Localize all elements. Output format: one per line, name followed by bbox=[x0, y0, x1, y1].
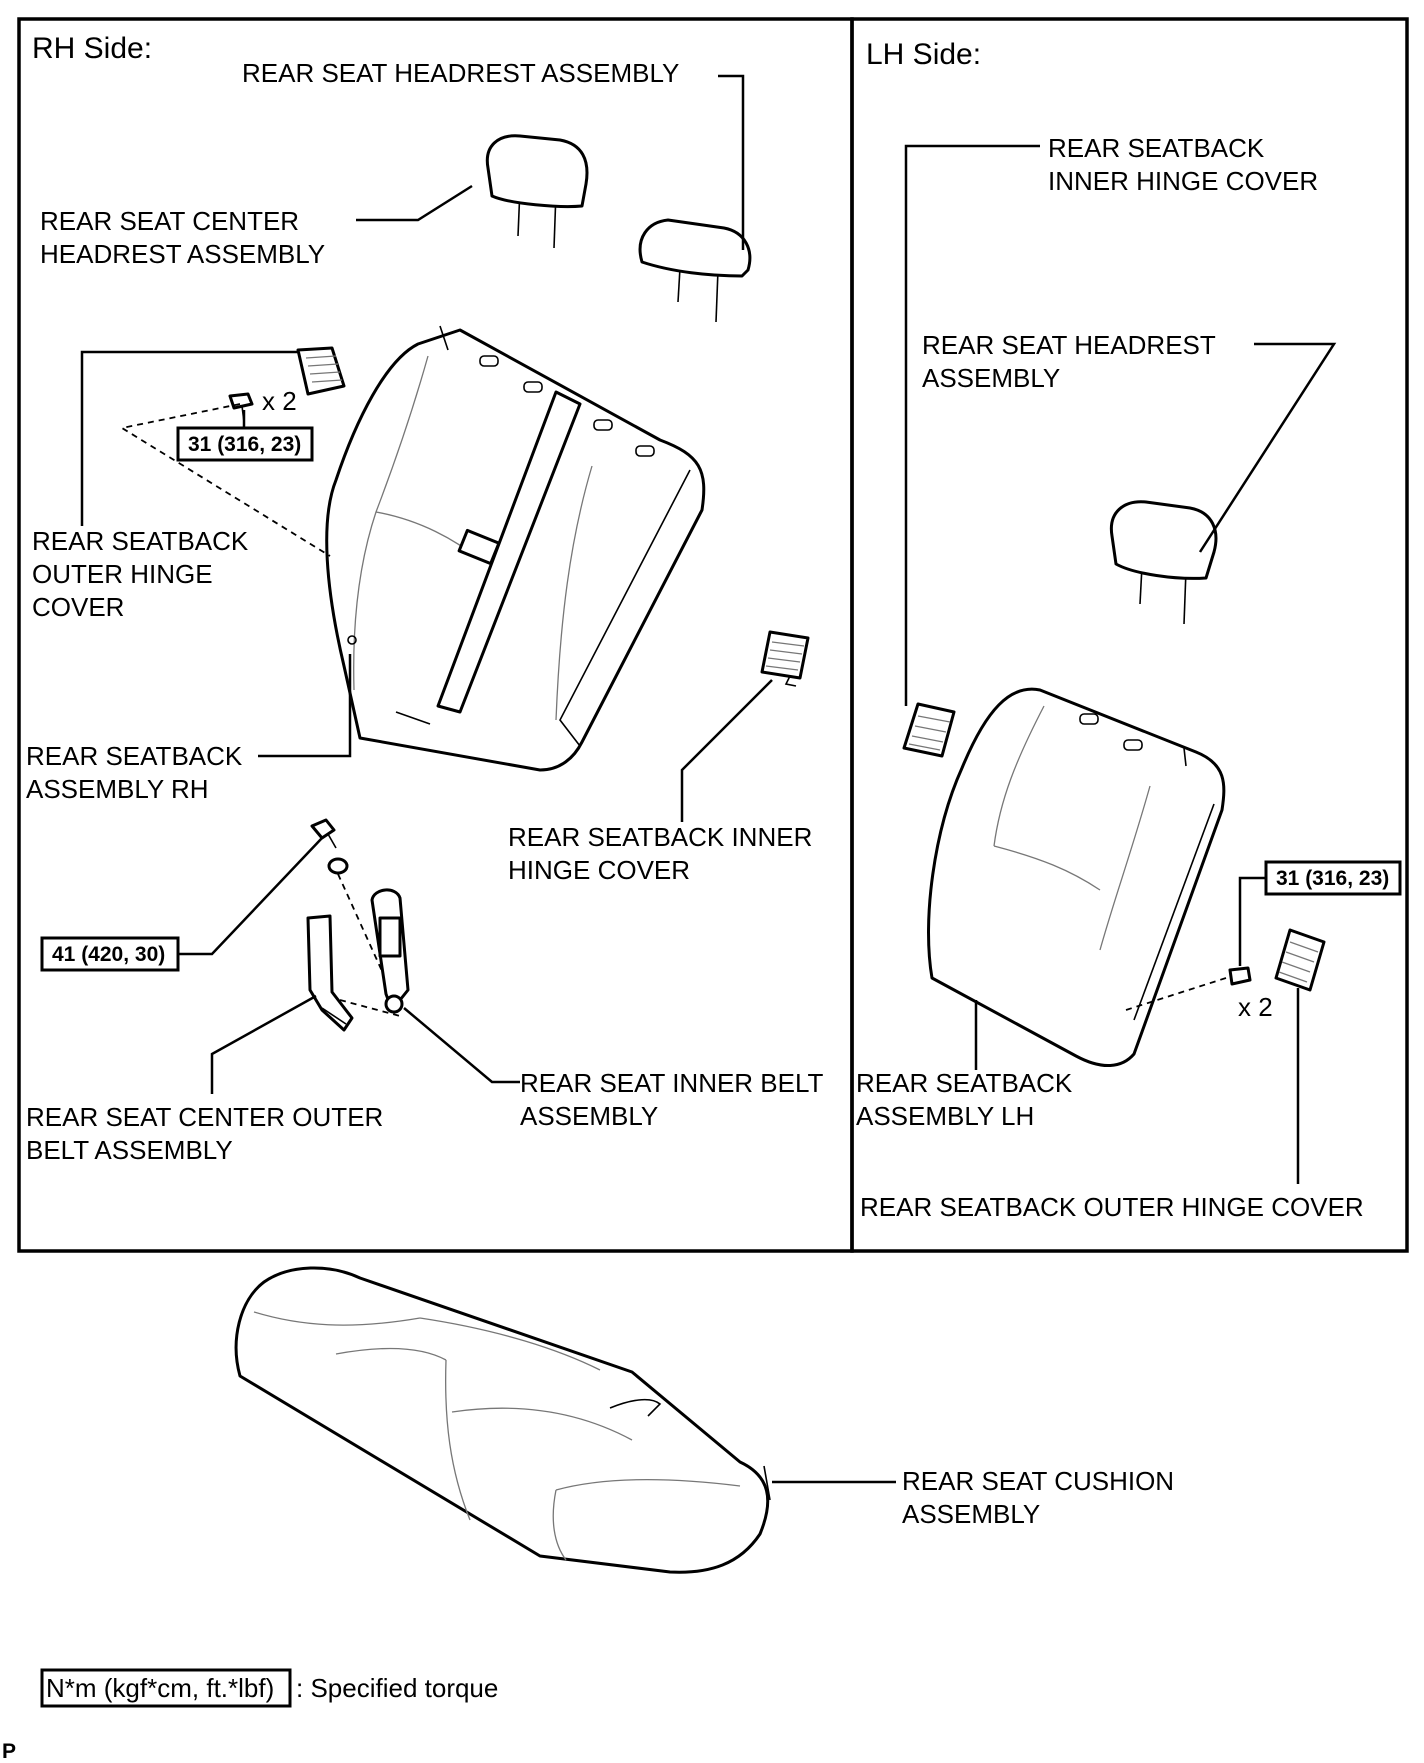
label-rear-seat-cushion-assembly-l2: ASSEMBLY bbox=[902, 1499, 1040, 1529]
label-rear-seatback-inner-hinge-cover-lh-l2: INNER HINGE COVER bbox=[1048, 166, 1318, 196]
rear-seatback-outer-hinge-cover-rh bbox=[296, 346, 346, 396]
leader-belt-bolt-torque bbox=[178, 837, 323, 956]
qty-rh-bolts: x 2 bbox=[262, 386, 297, 416]
leader-rear-seatback-outer-hinge-cover-rh bbox=[80, 350, 298, 526]
legend-unit-text: N*m (kgf*cm, ft.*lbf) bbox=[46, 1673, 274, 1703]
torque-lh-hinge: 31 (316, 23) bbox=[1276, 867, 1389, 890]
label-rear-seatback-assembly-lh-l2: ASSEMBLY LH bbox=[856, 1101, 1034, 1131]
corner-mark: P bbox=[2, 1740, 16, 1763]
rear-seatback-outer-hinge-cover-lh bbox=[1274, 928, 1326, 992]
label-rear-seatback-outer-hinge-cover-rh-l1: REAR SEATBACK bbox=[32, 526, 249, 556]
label-rear-seat-cushion-assembly-l1: REAR SEAT CUSHION bbox=[902, 1466, 1174, 1496]
label-rear-seat-center-outer-belt-l2: BELT ASSEMBLY bbox=[26, 1135, 233, 1165]
torque-box-lh-hinge bbox=[1264, 860, 1402, 896]
rear-seat-cushion-assembly bbox=[234, 1266, 771, 1574]
label-rear-seat-inner-belt-l2: ASSEMBLY bbox=[520, 1101, 658, 1131]
rh-panel-title: RH Side: bbox=[32, 32, 152, 65]
label-rear-seat-headrest-rh: REAR SEAT HEADREST ASSEMBLY bbox=[242, 58, 679, 88]
rear-seatback-inner-hinge-cover-lh bbox=[902, 702, 956, 758]
lh-panel-frame bbox=[850, 17, 1409, 1253]
leader-lh-hinge-torque bbox=[1238, 876, 1266, 966]
rear-seat-headrest-rh bbox=[638, 218, 752, 323]
rear-seat-inner-belt bbox=[370, 888, 410, 1014]
label-rear-seat-center-headrest-l1: REAR SEAT CENTER bbox=[40, 206, 299, 236]
belt-bolt bbox=[310, 818, 349, 875]
label-rear-seatback-outer-hinge-cover-rh-l2: OUTER HINGE bbox=[32, 559, 213, 589]
qty-lh-bolts: x 2 bbox=[1238, 992, 1273, 1022]
label-rear-seat-center-headrest-l2: HEADREST ASSEMBLY bbox=[40, 239, 325, 269]
leader-rear-seat-center-outer-belt bbox=[210, 994, 317, 1094]
label-rear-seatback-inner-hinge-cover-lh-l1: REAR SEATBACK bbox=[1048, 133, 1265, 163]
label-rear-seatback-assembly-rh-l2: ASSEMBLY RH bbox=[26, 774, 209, 804]
leader-rear-seat-center-headrest bbox=[356, 184, 473, 222]
leader-rear-seat-headrest-lh bbox=[1198, 342, 1337, 553]
rear-seat-headrest-lh bbox=[1109, 500, 1218, 625]
rear-seat-center-outer-belt bbox=[306, 914, 354, 1032]
legend-description: : Specified torque bbox=[296, 1673, 498, 1703]
label-rear-seatback-assembly-lh-l1: REAR SEATBACK bbox=[856, 1068, 1073, 1098]
label-rear-seat-headrest-lh-l2: ASSEMBLY bbox=[922, 363, 1060, 393]
label-rear-seat-center-outer-belt-l1: REAR SEAT CENTER OUTER bbox=[26, 1102, 383, 1132]
hinge-bolt-rh bbox=[228, 392, 254, 423]
hinge-bolt-lh bbox=[1228, 966, 1252, 986]
lh-panel-title: LH Side: bbox=[866, 38, 981, 71]
leader-rear-seatback-assembly-rh bbox=[258, 654, 352, 758]
torque-belt-bolt: 41 (420, 30) bbox=[52, 943, 165, 966]
leader-rear-seatback-inner-hinge-cover-lh bbox=[904, 144, 1040, 706]
label-rear-seatback-outer-hinge-cover-lh: REAR SEATBACK OUTER HINGE COVER bbox=[860, 1192, 1364, 1222]
dashed-belt-bolt-line bbox=[337, 873, 397, 1003]
label-rear-seatback-inner-hinge-cover-rh-l1: REAR SEATBACK INNER bbox=[508, 822, 812, 852]
leader-rear-seatback-inner-hinge-cover-rh bbox=[680, 679, 773, 822]
rear-seatback-assembly-rh bbox=[325, 325, 706, 772]
label-rear-seatback-outer-hinge-cover-rh-l3: COVER bbox=[32, 592, 124, 622]
rear-seatback-assembly-lh bbox=[927, 687, 1226, 1068]
label-rear-seat-inner-belt-l1: REAR SEAT INNER BELT bbox=[520, 1068, 824, 1098]
torque-rh-hinge: 31 (316, 23) bbox=[188, 433, 301, 456]
leader-rear-seat-headrest-rh bbox=[718, 74, 745, 250]
leader-rear-seat-inner-belt bbox=[403, 1007, 520, 1084]
label-rear-seatback-assembly-rh-l1: REAR SEATBACK bbox=[26, 741, 243, 771]
label-rear-seat-headrest-lh-l1: REAR SEAT HEADREST bbox=[922, 330, 1216, 360]
rear-seat-center-headrest bbox=[485, 134, 589, 249]
label-rear-seatback-inner-hinge-cover-rh-l2: HINGE COVER bbox=[508, 855, 690, 885]
rear-seatback-inner-hinge-cover-rh bbox=[760, 630, 810, 687]
legend-unit-box bbox=[40, 1668, 292, 1708]
